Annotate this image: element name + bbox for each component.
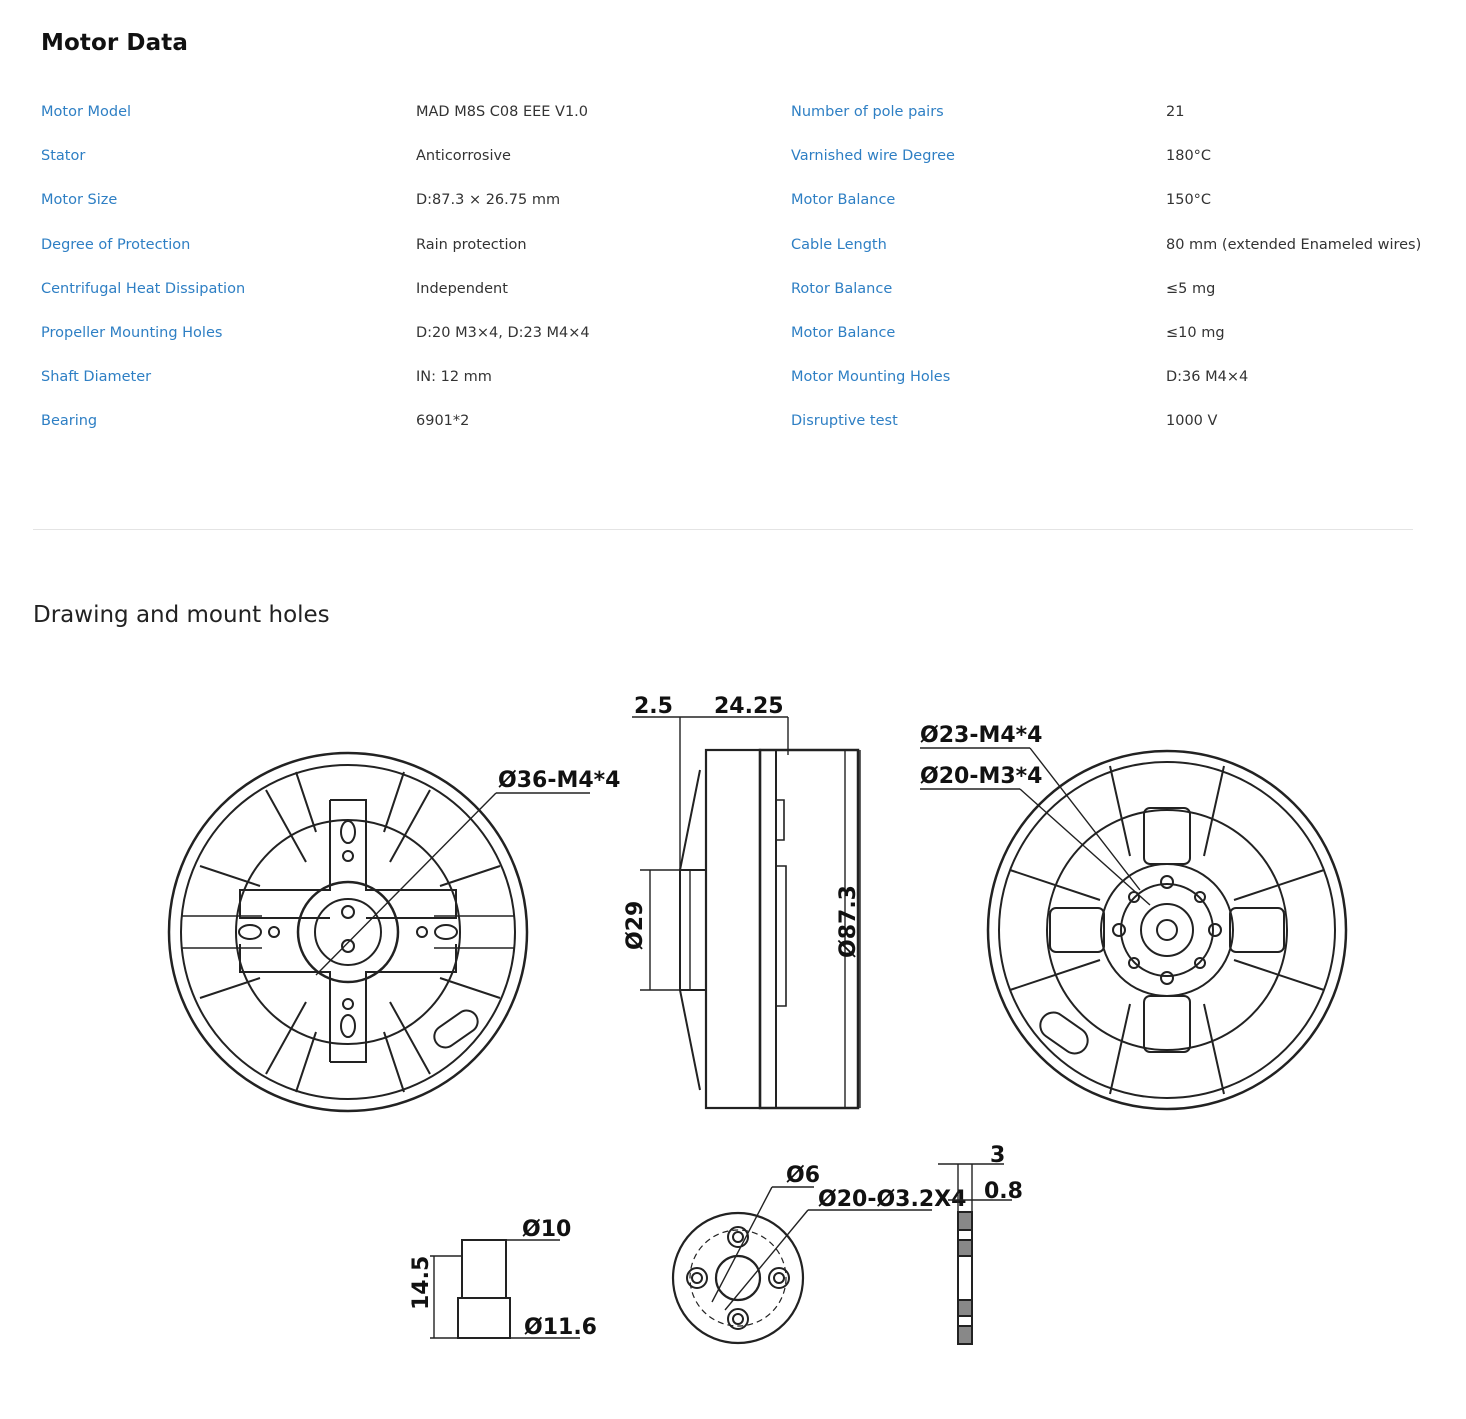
spec-row: Bearing 6901*2 Disruptive test 1000 V (41, 401, 1441, 445)
spec-label: Number of pole pairs (791, 104, 944, 120)
spec-label: Cable Length (791, 236, 887, 253)
shaft-d1-label: Ø10 (522, 1217, 571, 1242)
shaft-detail: Ø10 Ø11.6 14.5 (409, 1217, 597, 1340)
spec-row: Degree of Protection Rain protection Cab… (41, 225, 1441, 269)
side-w2-label: 24.25 (714, 694, 784, 719)
spec-label: Bearing (41, 413, 98, 430)
adapter-d2-label: Ø20-Ø3.2X4 (818, 1187, 966, 1212)
side-d2-label: Ø87.3 (836, 885, 861, 958)
spec-label: Centrifugal Heat Dissipation (41, 280, 246, 297)
spec-value: 1000 V (1166, 413, 1218, 430)
rear-h1-label: Ø23-M4*4 (920, 723, 1042, 748)
spec-label: Motor Mounting Holes (791, 369, 951, 386)
motor-spec-table: Motor Model MAD M8S C08 EEE V1.0 Number … (41, 92, 1441, 446)
spec-value: 21 (1166, 104, 1185, 120)
adapter-d1-label: Ø6 (786, 1163, 820, 1188)
spec-row: Centrifugal Heat Dissipation Independent… (41, 269, 1441, 313)
spec-value: 180°C (1166, 148, 1212, 165)
shaft-d2-label: Ø11.6 (524, 1315, 597, 1340)
spec-label: Stator (41, 148, 86, 165)
side-d1-label: Ø29 (623, 901, 648, 950)
spec-value: 80 mm (extended Enameled wires) (1166, 236, 1422, 253)
spec-label: Motor Balance (791, 192, 896, 209)
adapter-side: 3 0.8 (938, 1143, 1023, 1345)
spec-row: Shaft Diameter IN: 12 mm Motor Mounting … (41, 357, 1441, 401)
spec-value: MAD M8S C08 EEE V1.0 (416, 104, 589, 120)
shaft-h-label: 14.5 (409, 1256, 434, 1310)
drawing-section-title: Drawing and mount holes (33, 602, 330, 628)
front-holes-label: Ø36-M4*4 (498, 768, 620, 793)
adapter-plate: Ø6 Ø20-Ø3.2X4 (671, 1163, 966, 1345)
spec-label: Rotor Balance (791, 280, 893, 297)
spec-label: Varnished wire Degree (791, 148, 955, 165)
spec-label: Motor Balance (791, 324, 896, 341)
spec-value: Anticorrosive (416, 148, 511, 165)
spec-label: Propeller Mounting Holes (41, 324, 223, 341)
adapter-t2-label: 0.8 (984, 1179, 1023, 1204)
spec-row: Motor Model MAD M8S C08 EEE V1.0 Number … (41, 92, 1441, 136)
spec-label: Motor Size (41, 192, 118, 209)
spec-value: Rain protection (416, 236, 527, 253)
spec-value: D:87.3 × 26.75 mm (416, 192, 561, 209)
motor-data-title: Motor Data (41, 30, 188, 56)
rear-view: Ø23-M4*4 Ø20-M3*4 (920, 723, 1348, 1111)
side-view: 2.5 24.25 Ø29 Ø87.3 (623, 694, 861, 1110)
spec-value: D:36 M4×4 (1166, 369, 1249, 386)
spec-row: Motor Size D:87.3 × 26.75 mm Motor Balan… (41, 180, 1441, 224)
spec-value: D:20 M3×4, D:23 M4×4 (416, 324, 590, 341)
side-w1-label: 2.5 (634, 694, 673, 719)
rear-h2-label: Ø20-M3*4 (920, 764, 1042, 789)
spec-value: ≤5 mg (1166, 280, 1216, 297)
spec-value: Independent (416, 280, 508, 297)
front-view: Ø36-M4*4 (167, 751, 620, 1113)
spec-value: IN: 12 mm (416, 369, 492, 386)
spec-label: Disruptive test (791, 413, 898, 430)
spec-row: Stator Anticorrosive Varnished wire Degr… (41, 136, 1441, 180)
spec-value: ≤10 mg (1166, 324, 1225, 341)
spec-value: 150°C (1166, 192, 1212, 209)
spec-value: 6901*2 (416, 413, 470, 430)
spec-label: Motor Model (41, 104, 132, 120)
spec-label: Degree of Protection (41, 236, 191, 253)
section-divider (33, 529, 1413, 530)
spec-row: Propeller Mounting Holes D:20 M3×4, D:23… (41, 313, 1441, 357)
spec-label: Shaft Diameter (41, 369, 152, 386)
adapter-t1-label: 3 (990, 1143, 1005, 1168)
